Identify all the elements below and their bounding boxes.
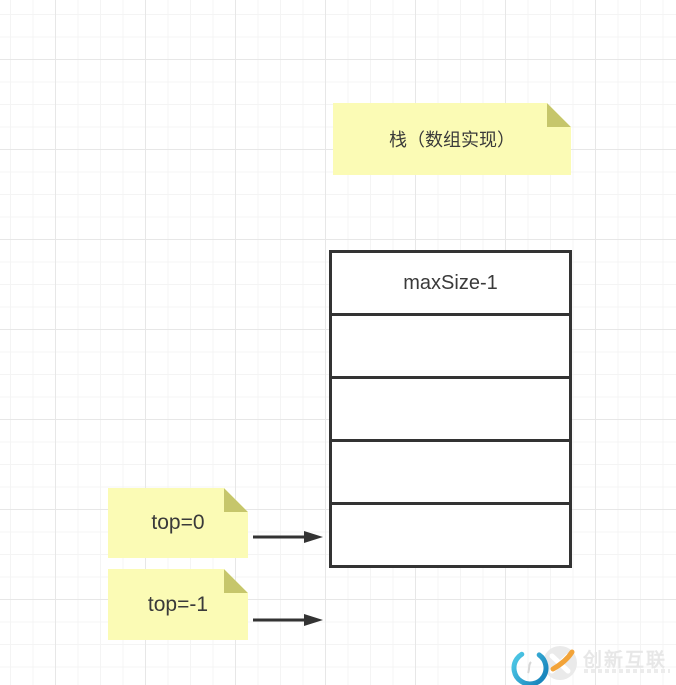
stack-cell-label: maxSize-1: [403, 271, 498, 294]
array-stack: maxSize-1: [329, 250, 572, 568]
arrow-top0: [253, 531, 323, 543]
title-note: 栈（数组实现）: [333, 103, 571, 175]
brand-name: 创新互联: [583, 650, 668, 671]
brand-caption-fineprint: [584, 669, 670, 673]
stack-cell: [332, 379, 569, 442]
arrow-top-minus1: [253, 614, 323, 626]
stack-cell-maxsize: maxSize-1: [332, 253, 569, 316]
stack-cell: [332, 505, 569, 565]
top-minus1-note: top=-1: [108, 569, 248, 640]
stack-cell: [332, 442, 569, 505]
title-note-label: 栈（数组实现）: [389, 130, 515, 150]
top0-note-label: top=0: [151, 511, 205, 534]
note-fold-corner: [224, 569, 248, 593]
chat-widget-icon[interactable]: [509, 646, 551, 685]
stack-cell: [332, 316, 569, 379]
note-fold-corner: [224, 488, 248, 512]
note-fold-corner: [547, 103, 571, 127]
top0-note: top=0: [108, 488, 248, 558]
top-minus1-note-label: top=-1: [147, 592, 209, 616]
